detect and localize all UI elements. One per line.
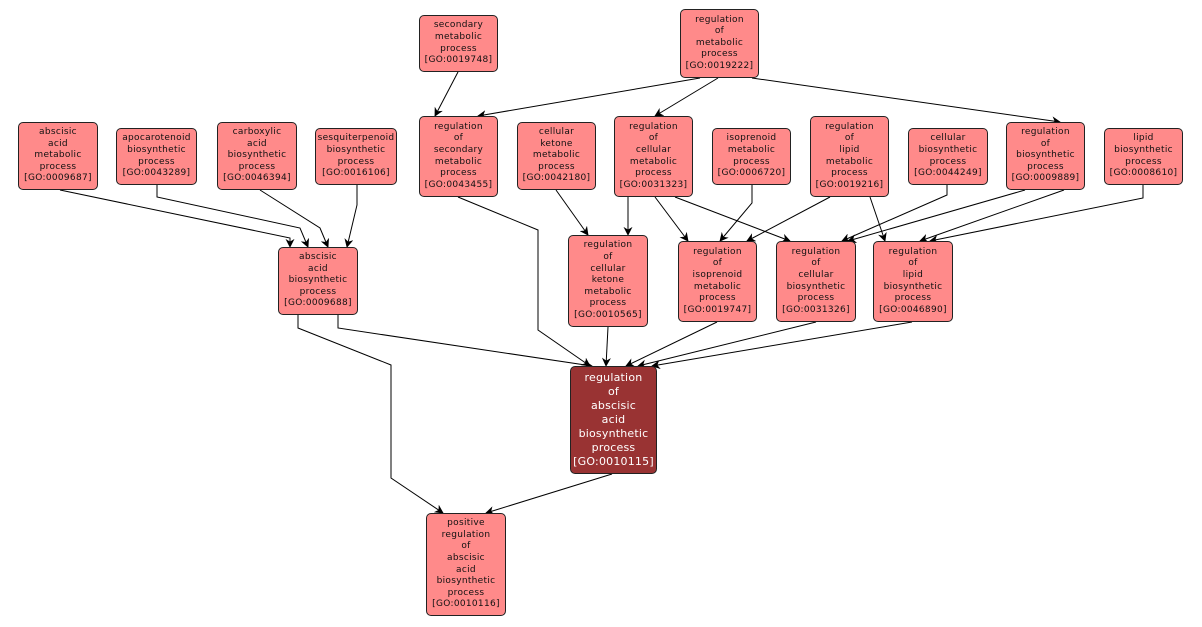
node-regulation-of-cellular-ketone-metabolic-process[interactable]: regulation of cellular ketone metabolic … — [568, 235, 648, 327]
edge-n46394-to-n9688 — [259, 189, 330, 248]
node-isoprenoid-metabolic-process[interactable]: isoprenoid metabolic process [GO:0006720… — [712, 128, 791, 185]
node-label: positive regulation of abscisic acid bio… — [432, 518, 500, 610]
edge-n19222-to-n43455 — [477, 77, 701, 120]
edge-n19747-to-n10115 — [625, 321, 718, 367]
node-label: cellular ketone metabolic process [GO:00… — [522, 127, 591, 184]
node-label: regulation of abscisic acid biosynthetic… — [573, 371, 654, 468]
node-regulation-of-cellular-biosynthetic-process[interactable]: regulation of cellular biosynthetic proc… — [776, 241, 856, 322]
node-abscisic-acid-biosynthetic-process[interactable]: abscisic acid biosynthetic process [GO:0… — [278, 247, 358, 315]
node-label: regulation of cellular metabolic process… — [619, 121, 688, 190]
edge-n46890-to-n10115 — [651, 321, 913, 370]
edge-n9687-to-n9688 — [59, 189, 295, 248]
node-label: isoprenoid metabolic process [GO:0006720… — [717, 133, 786, 179]
edge-n31323-to-n19747 — [654, 196, 689, 242]
node-regulation-of-secondary-metabolic-process[interactable]: regulation of secondary metabolic proces… — [419, 116, 498, 197]
node-secondary-metabolic-process[interactable]: secondary metabolic process [GO:0019748] — [419, 15, 498, 72]
edge-n8610-to-n46890 — [929, 185, 1144, 244]
edge-n10565-to-n10115 — [601, 326, 611, 367]
node-label: regulation of biosynthetic process [GO:0… — [1011, 127, 1080, 184]
node-regulation-of-metabolic-process[interactable]: regulation of metabolic process [GO:0019… — [680, 9, 759, 78]
node-label: abscisic acid metabolic process [GO:0009… — [24, 127, 92, 184]
node-positive-regulation-of-abscisic-acid-biosynthetic-process[interactable]: positive regulation of abscisic acid bio… — [426, 513, 506, 616]
edge-n16106-to-n9688 — [344, 185, 358, 248]
node-lipid-biosynthetic-process[interactable]: lipid biosynthetic process [GO:0008610] — [1104, 128, 1183, 185]
node-regulation-of-lipid-metabolic-process[interactable]: regulation of lipid metabolic process [G… — [810, 116, 889, 197]
node-label: apocarotenoid biosynthetic process [GO:0… — [122, 133, 191, 179]
node-regulation-of-cellular-metabolic-process[interactable]: regulation of cellular metabolic process… — [614, 116, 693, 197]
node-label: regulation of isoprenoid metabolic proce… — [683, 246, 752, 315]
edge-n19748-to-n43455 — [434, 71, 459, 117]
node-regulation-of-abscisic-acid-biosynthetic-process-focus[interactable]: regulation of abscisic acid biosynthetic… — [570, 366, 657, 474]
node-abscisic-acid-metabolic-process[interactable]: abscisic acid metabolic process [GO:0009… — [18, 122, 98, 190]
node-regulation-of-biosynthetic-process[interactable]: regulation of biosynthetic process [GO:0… — [1006, 122, 1085, 190]
node-label: lipid biosynthetic process [GO:0008610] — [1109, 133, 1178, 179]
edge-n10115-to-n10116 — [485, 473, 613, 515]
node-label: abscisic acid biosynthetic process [GO:0… — [284, 252, 352, 309]
node-carboxylic-acid-biosynthetic-process[interactable]: carboxylic acid biosynthetic process [GO… — [217, 122, 297, 190]
edge-n44249-to-n31326 — [841, 185, 948, 242]
node-label: carboxylic acid biosynthetic process [GO… — [223, 127, 291, 184]
node-label: regulation of secondary metabolic proces… — [424, 121, 493, 190]
node-label: regulation of cellular biosynthetic proc… — [782, 246, 850, 315]
edge-n42180-to-n10565 — [555, 189, 589, 236]
edge-n19222-to-n9889 — [751, 77, 1061, 126]
edge-n43289-to-n9688 — [156, 185, 310, 248]
edge-n9688-to-n10116 — [297, 315, 444, 514]
node-label: regulation of metabolic process [GO:0019… — [685, 14, 754, 71]
node-label: sesquiterpenoid biosynthetic process [GO… — [317, 133, 395, 179]
node-label: regulation of lipid metabolic process [G… — [815, 121, 884, 190]
edge-n19216-to-n46890 — [869, 196, 887, 242]
node-label: secondary metabolic process [GO:0019748] — [424, 20, 493, 66]
node-label: cellular biosynthetic process [GO:004424… — [914, 133, 982, 179]
node-cellular-biosynthetic-process[interactable]: cellular biosynthetic process [GO:004424… — [908, 128, 988, 185]
edge-n19222-to-n31323 — [654, 77, 719, 117]
edge-n9688-to-n10115 — [337, 315, 593, 370]
edge-n9889-to-n31326 — [847, 189, 1026, 244]
node-sesquiterpenoid-biosynthetic-process[interactable]: sesquiterpenoid biosynthetic process [GO… — [315, 128, 397, 185]
node-regulation-of-lipid-biosynthetic-process[interactable]: regulation of lipid biosynthetic process… — [873, 241, 953, 322]
edge-n6720-to-n19747 — [719, 185, 753, 242]
edge-n19216-to-n19747 — [746, 196, 831, 242]
node-label: regulation of lipid biosynthetic process… — [879, 246, 947, 315]
node-apocarotenoid-biosynthetic-process[interactable]: apocarotenoid biosynthetic process [GO:0… — [116, 128, 197, 185]
node-cellular-ketone-metabolic-process[interactable]: cellular ketone metabolic process [GO:00… — [517, 122, 596, 190]
node-regulation-of-isoprenoid-metabolic-process[interactable]: regulation of isoprenoid metabolic proce… — [678, 241, 757, 322]
edge-n43455-to-n10115 — [457, 196, 591, 367]
edge-n31326-to-n10115 — [637, 321, 817, 369]
edge-n9889-to-n46890 — [919, 189, 1065, 243]
node-label: regulation of cellular ketone metabolic … — [574, 240, 642, 320]
edge-n31323-to-n31326 — [674, 196, 791, 243]
